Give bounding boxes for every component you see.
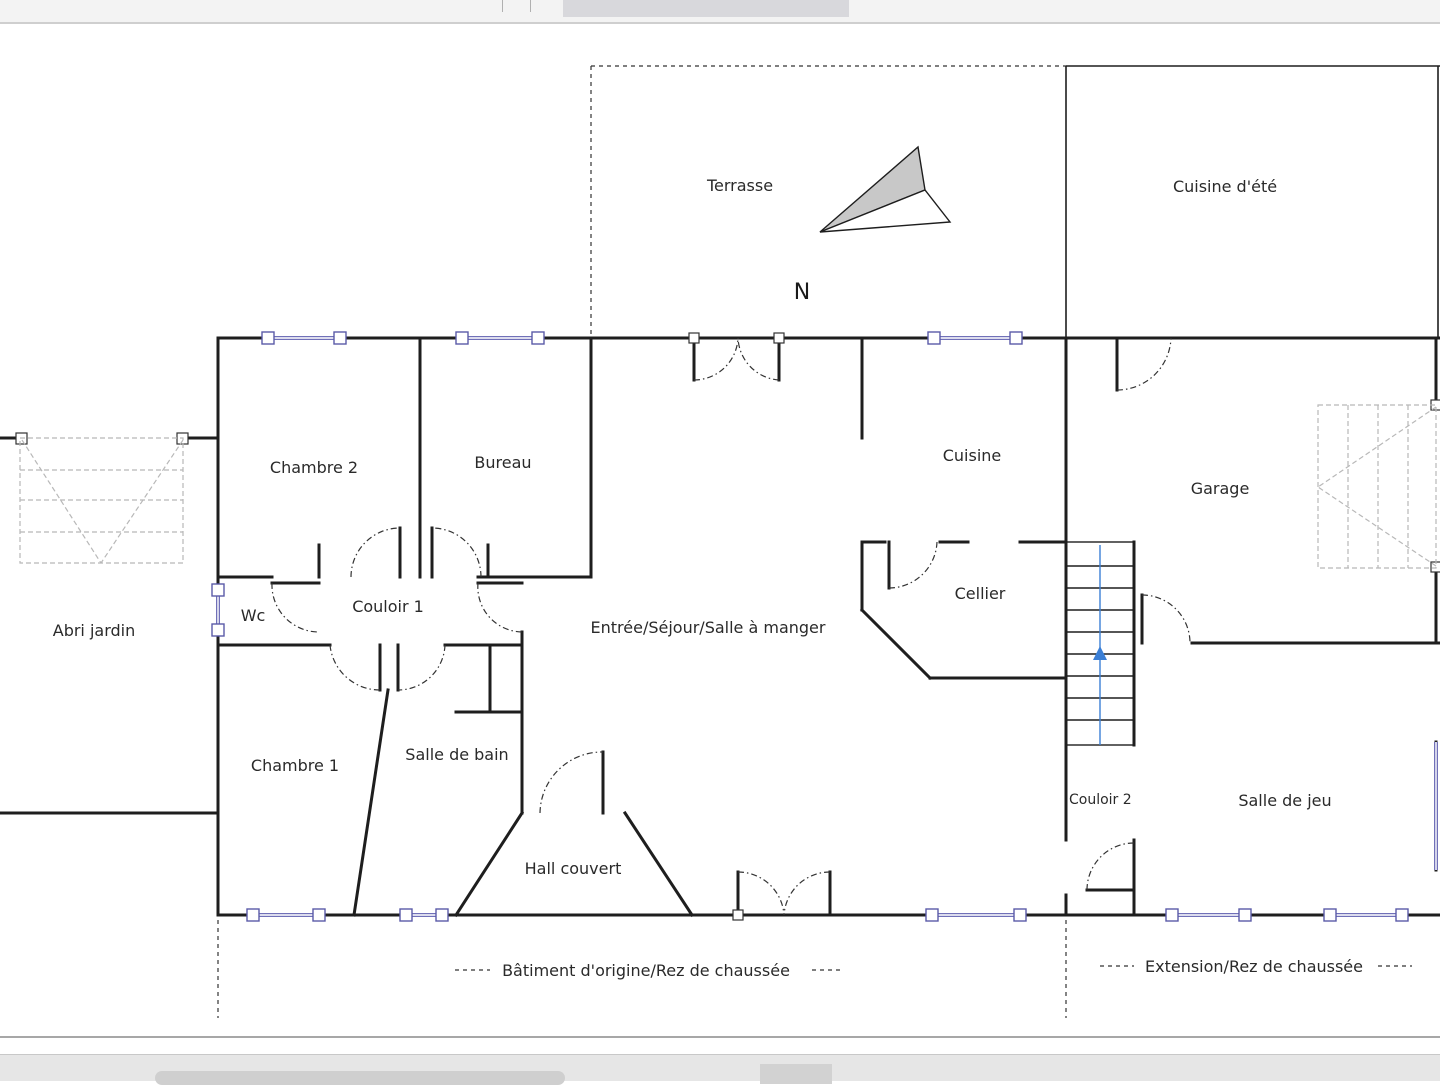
doors (270, 336, 1191, 917)
label-north: N (794, 280, 810, 305)
section-dividers (0, 920, 1440, 1038)
label-cuisine: Cuisine (943, 446, 1002, 465)
windows (216, 336, 1438, 917)
label-hall-couvert: Hall couvert (525, 859, 622, 878)
label-terrasse: Terrasse (706, 176, 773, 195)
label-abri-jardin: Abri jardin (53, 621, 136, 640)
garage-car-outline (1317, 404, 1437, 569)
active-tab[interactable] (563, 0, 849, 17)
label-couloir-2: Couloir 2 (1069, 792, 1132, 808)
terrasse-outline (590, 65, 1440, 338)
abri-jardin-outline (19, 437, 184, 564)
label-bureau: Bureau (474, 453, 531, 472)
staircase (1065, 541, 1135, 746)
label-garage: Garage (1191, 479, 1250, 498)
label-sejour: Entrée/Séjour/Salle à manger (591, 618, 826, 637)
label-cuisine-ete: Cuisine d'été (1173, 177, 1277, 196)
label-section-original: Bâtiment d'origine/Rez de chaussée (502, 961, 790, 980)
label-couloir-1: Couloir 1 (352, 597, 424, 616)
toolbar-separator (502, 0, 503, 12)
stair-direction-arrow (1093, 646, 1107, 660)
label-chambre-1: Chambre 1 (251, 756, 339, 775)
label-section-extension: Extension/Rez de chaussée (1145, 957, 1363, 976)
scrollbar-thumb[interactable] (155, 1071, 565, 1085)
label-cellier: Cellier (955, 584, 1006, 603)
label-chambre-2: Chambre 2 (270, 458, 358, 477)
label-salle-de-bain: Salle de bain (405, 745, 508, 764)
toolbar-separator (530, 0, 531, 12)
label-wc: Wc (241, 606, 266, 625)
bottom-toolbar-button[interactable] (760, 1064, 832, 1084)
compass-arrow (819, 145, 952, 233)
label-salle-de-jeu: Salle de jeu (1238, 791, 1331, 810)
interior-walls (216, 336, 1440, 918)
